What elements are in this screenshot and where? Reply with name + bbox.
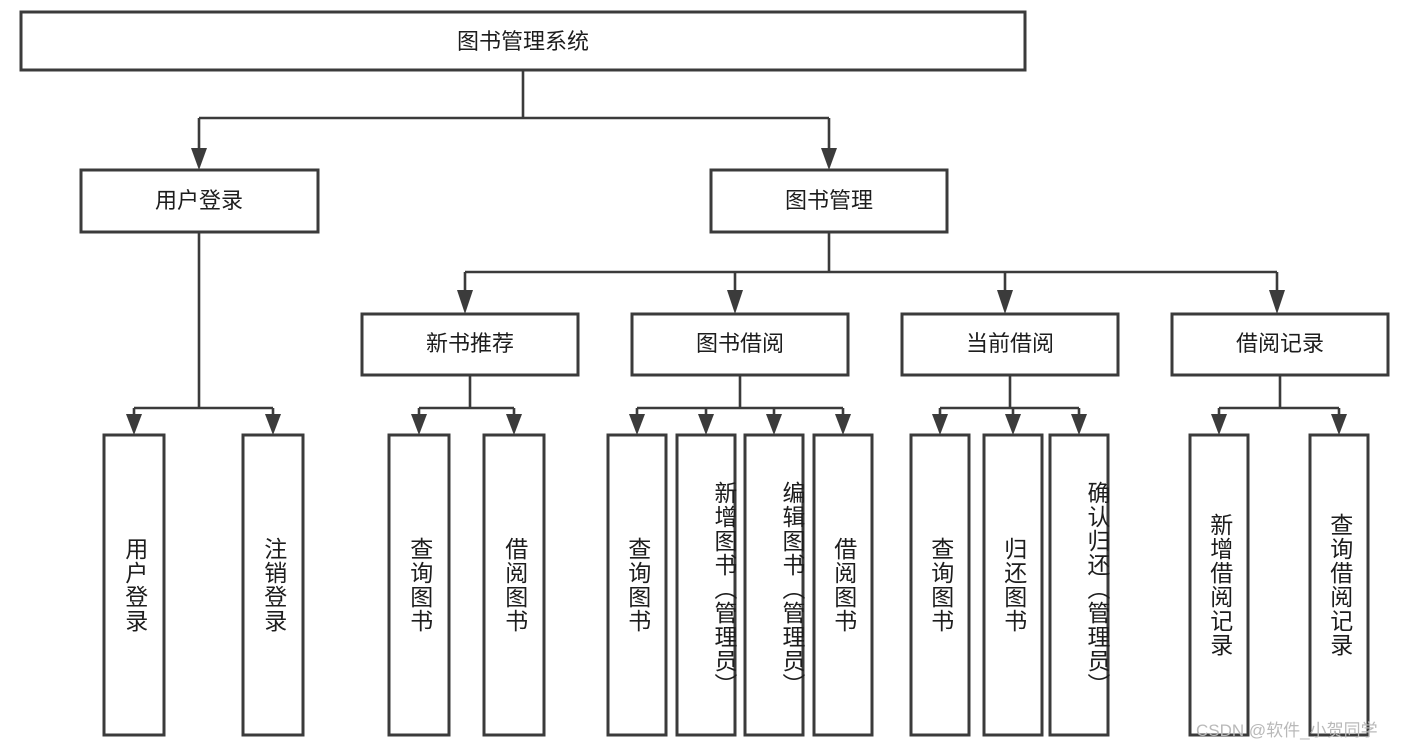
arrowhead-borrow-leaf4 <box>835 414 851 435</box>
arrowhead-bookmgmt-to-borrow <box>727 290 743 314</box>
leaf-box-add-borrow-record[interactable] <box>1188 433 1250 737</box>
arrowhead-root-to-user-login <box>191 148 207 170</box>
arrowhead-borrow-leaf3 <box>766 414 782 435</box>
arrowhead-root-to-book-mgmt <box>821 148 837 170</box>
arrowhead-records-leaf2 <box>1331 414 1347 435</box>
arrowhead-borrow-leaf1 <box>629 414 645 435</box>
arrowhead-current-leaf2 <box>1005 414 1021 435</box>
book-management-label: 图书管理 <box>785 188 873 213</box>
node-borrow-records[interactable]: 借阅记录 <box>1170 312 1390 377</box>
node-user-login[interactable]: 用户登录 <box>79 168 320 234</box>
node-root-system[interactable]: 图书管理系统 <box>19 10 1027 72</box>
arrowhead-bookmgmt-to-newbook <box>457 290 473 314</box>
user-login-box[interactable] <box>79 168 320 234</box>
book-borrow-label: 图书借阅 <box>696 331 784 356</box>
node-current-borrow[interactable]: 当前借阅 <box>900 312 1120 377</box>
new-book-recommend-label: 新书推荐 <box>426 331 514 356</box>
edge-group-current-to-leaves <box>932 375 1087 435</box>
book-borrow-box[interactable] <box>630 312 850 377</box>
arrowhead-userlogin-leaf1 <box>126 414 142 435</box>
arrowhead-records-leaf1 <box>1211 414 1227 435</box>
arrowhead-bookmgmt-to-records <box>1269 290 1285 314</box>
root-box[interactable] <box>19 10 1027 72</box>
leaf-box-query-book-recommend[interactable] <box>387 433 451 737</box>
leaf-box-query-borrow-record[interactable] <box>1308 433 1370 737</box>
leaf-box-return-book[interactable] <box>982 433 1044 737</box>
arrowhead-current-leaf1 <box>932 414 948 435</box>
leaf-box-query-book-current[interactable] <box>909 433 971 737</box>
csdn-watermark: CSDN @软件_小贺同学 <box>1196 721 1378 740</box>
leaf-box-edit-book-admin[interactable] <box>743 433 805 737</box>
arrowhead-newbook-leaf1 <box>411 414 427 435</box>
edge-group-records-to-leaves <box>1211 375 1347 435</box>
arrowhead-borrow-leaf2 <box>698 414 714 435</box>
borrow-records-box[interactable] <box>1170 312 1390 377</box>
edge-group-newbook-to-leaves <box>411 375 522 435</box>
leaf-box-borrow-book[interactable] <box>812 433 874 737</box>
edge-group-borrow-to-leaves <box>629 375 851 435</box>
leaf-box-query-book-borrow[interactable] <box>606 433 668 737</box>
leaf-box-user-login[interactable] <box>102 433 166 737</box>
leaf-box-logout[interactable] <box>241 433 305 737</box>
edge-group-bookmgmt-to-level3 <box>457 232 1285 314</box>
edge-group-userlogin-to-leaves <box>126 232 281 435</box>
arrowhead-current-leaf3 <box>1071 414 1087 435</box>
leaf-box-add-book-admin[interactable] <box>675 433 737 737</box>
leaf-boxes-group <box>102 433 1370 737</box>
arrowhead-newbook-leaf2 <box>506 414 522 435</box>
current-borrow-label: 当前借阅 <box>966 331 1054 356</box>
borrow-records-label: 借阅记录 <box>1236 331 1324 356</box>
node-book-management[interactable]: 图书管理 <box>709 168 949 234</box>
book-management-box[interactable] <box>709 168 949 234</box>
arrowhead-userlogin-leaf2 <box>265 414 281 435</box>
arrowhead-bookmgmt-to-current <box>997 290 1013 314</box>
node-book-borrow[interactable]: 图书借阅 <box>630 312 850 377</box>
node-new-book-recommend[interactable]: 新书推荐 <box>360 312 580 377</box>
root-label: 图书管理系统 <box>457 29 589 54</box>
edge-group-root-to-level2 <box>191 70 837 170</box>
user-login-label: 用户登录 <box>155 188 243 213</box>
leaf-box-confirm-return-admin[interactable] <box>1048 433 1110 737</box>
new-book-recommend-box[interactable] <box>360 312 580 377</box>
current-borrow-box[interactable] <box>900 312 1120 377</box>
leaf-box-borrow-book-recommend[interactable] <box>482 433 546 737</box>
